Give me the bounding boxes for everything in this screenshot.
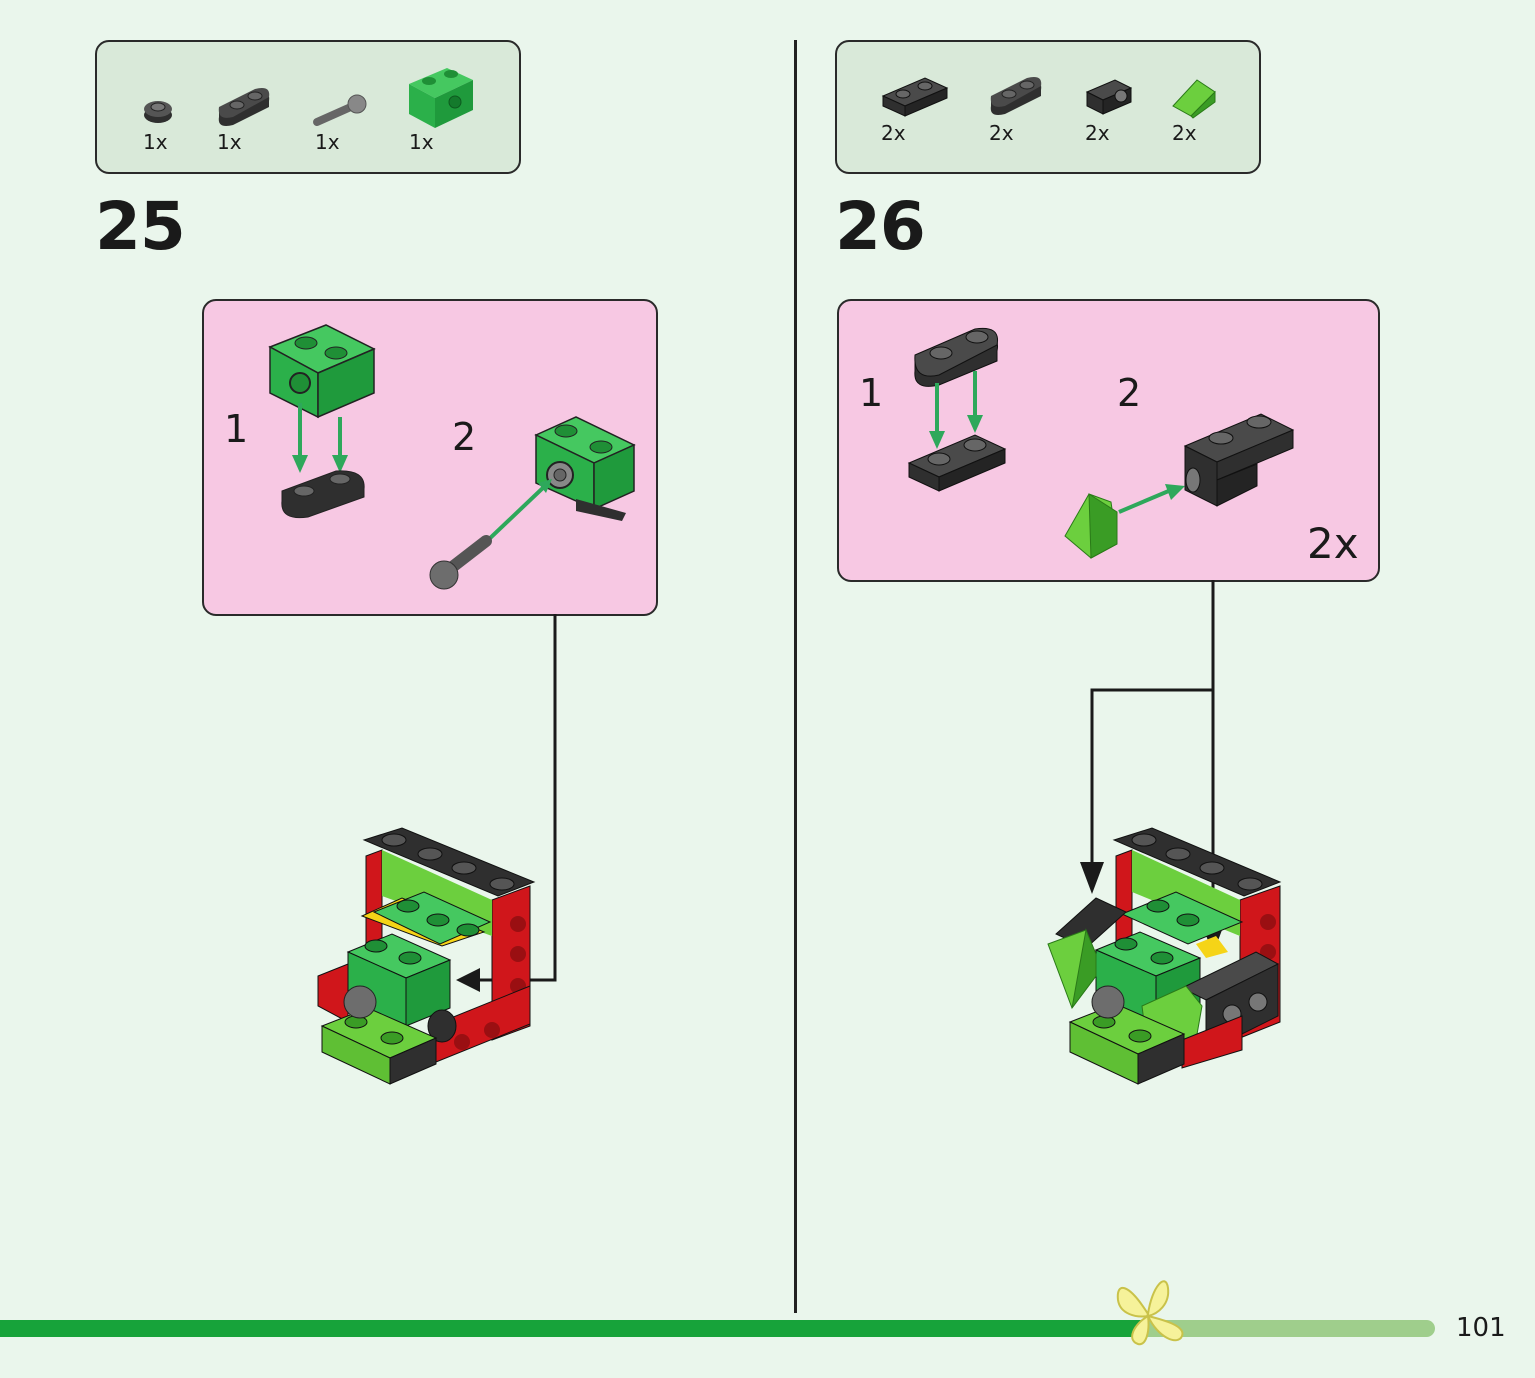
bar-with-ball-gray-icon — [313, 94, 367, 126]
part-count: 1x — [143, 130, 168, 154]
page-number: 101 — [1456, 1313, 1506, 1343]
plate-1x2-rounded-dark-gray-icon — [990, 77, 1042, 115]
plate-1x2-dark-gray-icon — [881, 77, 949, 117]
part-count: 1x — [315, 130, 340, 154]
model-assembly-step-25 — [317, 827, 536, 1085]
substep-label: 1 — [859, 371, 884, 415]
slope-green-icon — [1172, 79, 1216, 119]
parts-list-step-26: 2x 2x 2x 2x — [835, 40, 1261, 174]
plate-1x2-rounded-dark-gray-icon — [218, 88, 270, 126]
book-progress-fill — [0, 1320, 1148, 1337]
substep-2-illustration — [429, 416, 636, 590]
butterfly-icon — [1116, 1280, 1184, 1346]
substep-label: 2 — [452, 415, 477, 459]
bracket-dark-gray-icon — [1085, 79, 1133, 115]
book-progress-bar — [0, 1320, 1435, 1337]
part-count: 2x — [1172, 121, 1197, 145]
parts-list-step-25: 1x 1x 1x 1x — [95, 40, 521, 174]
page-divider — [794, 40, 797, 1313]
step-number: 26 — [835, 188, 926, 265]
substep-1-illustration — [907, 327, 1007, 492]
part-count: 2x — [989, 121, 1014, 145]
substep-box-step-26: 1 2 2x — [837, 299, 1380, 582]
substep-1-illustration — [268, 324, 376, 519]
part-count: 1x — [217, 130, 242, 154]
technic-brick-green-icon — [409, 68, 473, 128]
step-number: 25 — [95, 188, 186, 265]
part-count: 2x — [881, 121, 906, 145]
substep-label: 2 — [1117, 371, 1142, 415]
round-plate-dark-gray-icon — [144, 101, 172, 123]
substep-box-step-25: 1 2 — [202, 299, 658, 616]
substep-multiplier: 2x — [1307, 519, 1359, 568]
substep-2-illustration — [1064, 413, 1295, 559]
substep-label: 1 — [224, 407, 249, 451]
part-count: 1x — [409, 130, 434, 154]
part-count: 2x — [1085, 121, 1110, 145]
model-assembly-step-26 — [1047, 827, 1282, 1085]
